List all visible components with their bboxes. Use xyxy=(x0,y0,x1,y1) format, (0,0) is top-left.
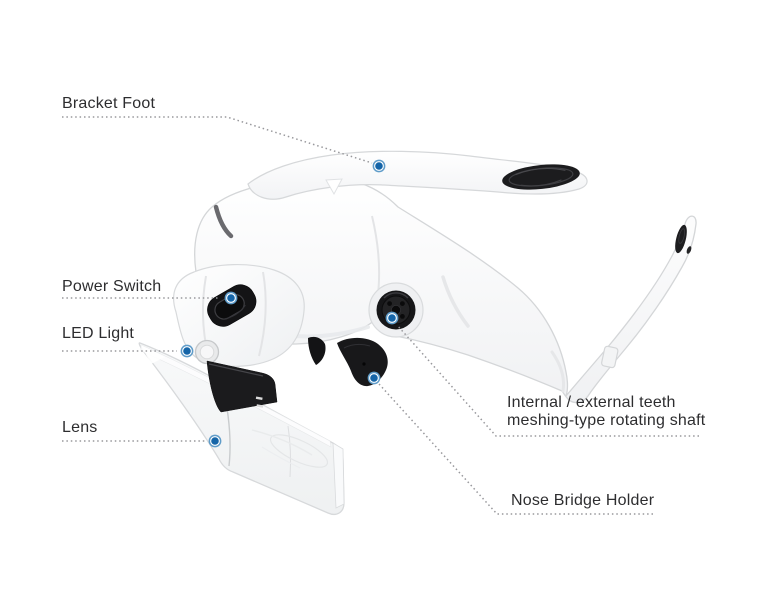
label-bracket-foot: Bracket Foot xyxy=(62,95,156,112)
lens-right-bevel xyxy=(332,442,345,509)
housing-crease-right xyxy=(258,271,267,357)
bracket-foot-arm xyxy=(247,150,588,200)
marker-dots xyxy=(180,159,399,448)
elbow-crease xyxy=(550,350,565,393)
clamp-tick xyxy=(255,396,263,400)
marker-led-light xyxy=(180,344,194,358)
lens-divider xyxy=(226,407,231,467)
knob-shine xyxy=(383,292,409,299)
hook-shine xyxy=(343,343,371,349)
leader-rotating-shaft xyxy=(396,324,699,437)
label-power-switch: Power Switch xyxy=(62,278,162,295)
power-switch-button xyxy=(207,284,257,327)
knob-hole xyxy=(400,314,405,319)
led-lens xyxy=(199,344,215,360)
temple-tip-pad xyxy=(675,224,687,254)
clamp-tick xyxy=(256,404,264,408)
leader-lines xyxy=(62,116,699,515)
marker-rotating-shaft xyxy=(385,311,399,325)
lens-clamp xyxy=(206,360,278,413)
rotating-shaft-knob xyxy=(368,282,424,338)
hook-hole xyxy=(362,362,366,366)
temple-tip-pad-shine xyxy=(678,228,686,244)
swoosh-crease xyxy=(441,275,470,328)
headband-vent-slot xyxy=(213,204,234,239)
label-nose-bridge-holder: Nose Bridge Holder xyxy=(511,492,655,509)
lens-corner-shine xyxy=(141,345,165,364)
knob-hole xyxy=(387,301,392,306)
marker-nose-bridge xyxy=(367,371,381,385)
leader-nose-bridge xyxy=(378,383,653,515)
clamp-shape xyxy=(206,360,278,413)
temple-tip-stud xyxy=(686,246,692,254)
lens-divider-faint xyxy=(287,425,292,478)
bracket-grip-pad xyxy=(502,164,580,190)
lens-reflection xyxy=(269,434,329,468)
label-rotating-shaft: Internal / external teeth meshing-type r… xyxy=(507,394,705,429)
label-led-light: LED Light xyxy=(62,325,135,342)
label-rotating-shaft-line1: Internal / external teeth xyxy=(507,394,676,411)
label-lens: Lens xyxy=(62,419,98,436)
knob-hole xyxy=(400,301,405,306)
led-housing xyxy=(173,264,305,367)
lens-reflection-arc xyxy=(251,429,313,456)
marker-lens xyxy=(208,434,222,448)
bracket-arm-notch xyxy=(325,178,343,196)
clamp-highlight xyxy=(208,363,264,377)
lens-reflection-arc2 xyxy=(261,446,301,469)
trigger-point xyxy=(308,336,326,365)
marker-bracket-foot xyxy=(372,159,386,173)
label-rotating-shaft-line2: meshing-type rotating shaft xyxy=(507,411,706,429)
temple-clasp xyxy=(601,345,619,369)
marker-power-switch xyxy=(224,291,238,305)
